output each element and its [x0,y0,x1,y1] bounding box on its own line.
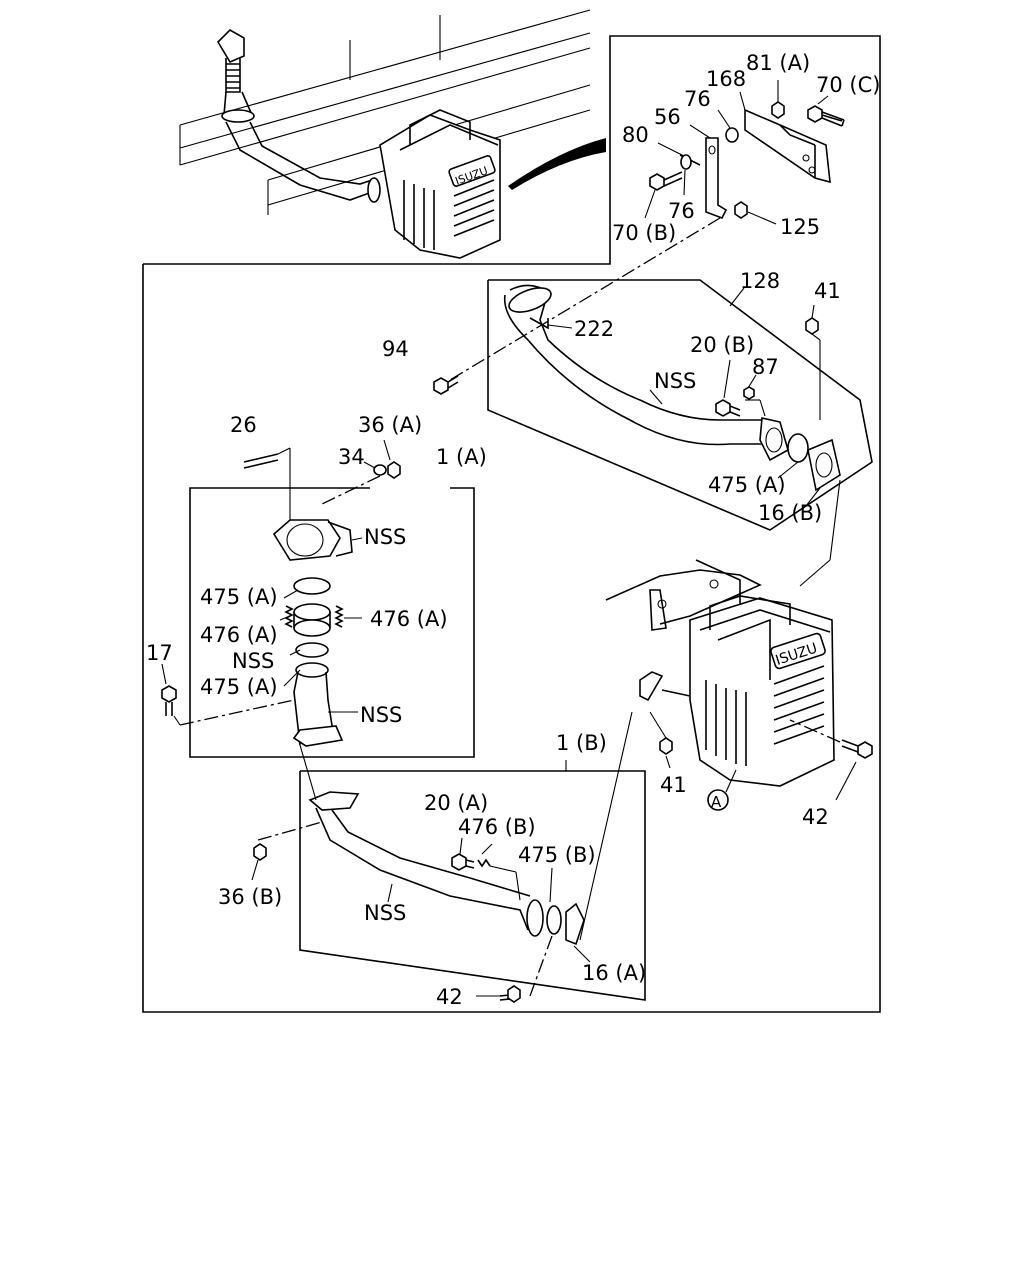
label-70c: 70 (C) [816,73,880,97]
label-476b: 476 (B) [458,815,536,839]
label-70b: 70 (B) [612,221,676,245]
label-87: 87 [752,355,779,379]
spring-476b [477,858,491,868]
label-128: 128 [740,269,780,293]
label-36b: 36 (B) [218,885,282,909]
label-26: 26 [230,413,257,437]
flange-16a [565,902,585,946]
label-nss-tail: NSS [654,369,696,393]
washer-76b [680,154,692,170]
bolt-42b [857,741,873,759]
label-41-upper: 41 [814,279,841,303]
ring-nss [293,603,331,621]
label-nss-ring: NSS [232,649,274,673]
label-nss-1b: NSS [364,901,406,925]
frame-1a [189,487,475,758]
reference-label-a: A [711,793,722,811]
gasket-475a-tail [787,433,809,463]
gasket-475b-ring [526,899,544,937]
label-1b: 1 (B) [556,731,607,755]
nut-36b [253,843,267,861]
flange-16b [807,438,841,492]
elbow-flange [272,519,341,561]
label-36a: 36 (A) [358,413,422,437]
nut-41b [659,737,673,755]
label-80: 80 [622,123,649,147]
nut-41a [805,317,819,335]
main-frame [142,35,881,1013]
label-41-lower: 41 [660,773,687,797]
bolt-20a [451,853,467,871]
gasket-475a-lower [295,642,329,658]
label-222: 222 [574,317,614,341]
label-42-right: 42 [802,805,829,829]
label-168: 168 [706,67,746,91]
pipe-group-1a [161,439,401,747]
bolt-17 [161,685,177,703]
label-16a: 16 (A) [582,961,646,985]
stud-26 [243,453,279,469]
washer-76a [725,127,739,143]
spring-476a-right [334,605,344,628]
label-125: 125 [780,215,820,239]
label-1a: 1 (A) [436,445,487,469]
label-76-lower: 76 [668,199,695,223]
label-20a: 20 (A) [424,791,488,815]
pipe-group-1b [251,744,591,1003]
label-475a-upper: 475 (A) [200,585,278,609]
label-81a: 81 (A) [746,51,810,75]
gasket-475b [546,905,562,935]
part-labels: 81 (A) 70 (C) 168 76 56 80 76 70 (B) 125… [146,51,880,1009]
label-56: 56 [654,105,681,129]
muffler-assembly: ISUZU A [579,479,873,941]
label-20b: 20 (B) [690,333,754,357]
washer-34 [373,464,387,476]
label-475b: 475 (B) [518,843,596,867]
pipe-flange-1a [292,725,344,747]
label-476a-left: 476 (A) [200,623,278,647]
nut-81a [771,101,785,119]
label-475a-tail: 475 (A) [708,473,786,497]
bracket-56 [705,137,728,220]
label-94: 94 [382,337,409,361]
gasket-475a-upper [293,577,331,595]
nut-36a [387,461,401,479]
bolt-70b [649,173,665,191]
reference-circle-a [707,789,729,811]
nut-125 [734,201,748,219]
label-nss-elbow: NSS [364,525,406,549]
spring-87 [743,386,755,400]
label-476a-right: 476 (A) [370,607,448,631]
label-16b: 16 (B) [758,501,822,525]
flange-tail [759,417,789,462]
label-475a-lower: 475 (A) [200,675,278,699]
overview-assembly: ISUZU [179,9,606,259]
label-42-lower: 42 [436,985,463,1009]
label-nss-pipe: NSS [360,703,402,727]
bolt-20b [715,399,731,417]
flange-1b-top [308,791,360,811]
frame-1b [299,770,646,1001]
bolt-94 [433,377,449,395]
bracket-detail [449,80,845,381]
label-17: 17 [146,641,173,665]
label-34: 34 [338,445,365,469]
frame-128 [487,279,873,531]
tail-pipe-128 [433,284,841,507]
label-76-upper: 76 [684,87,711,111]
